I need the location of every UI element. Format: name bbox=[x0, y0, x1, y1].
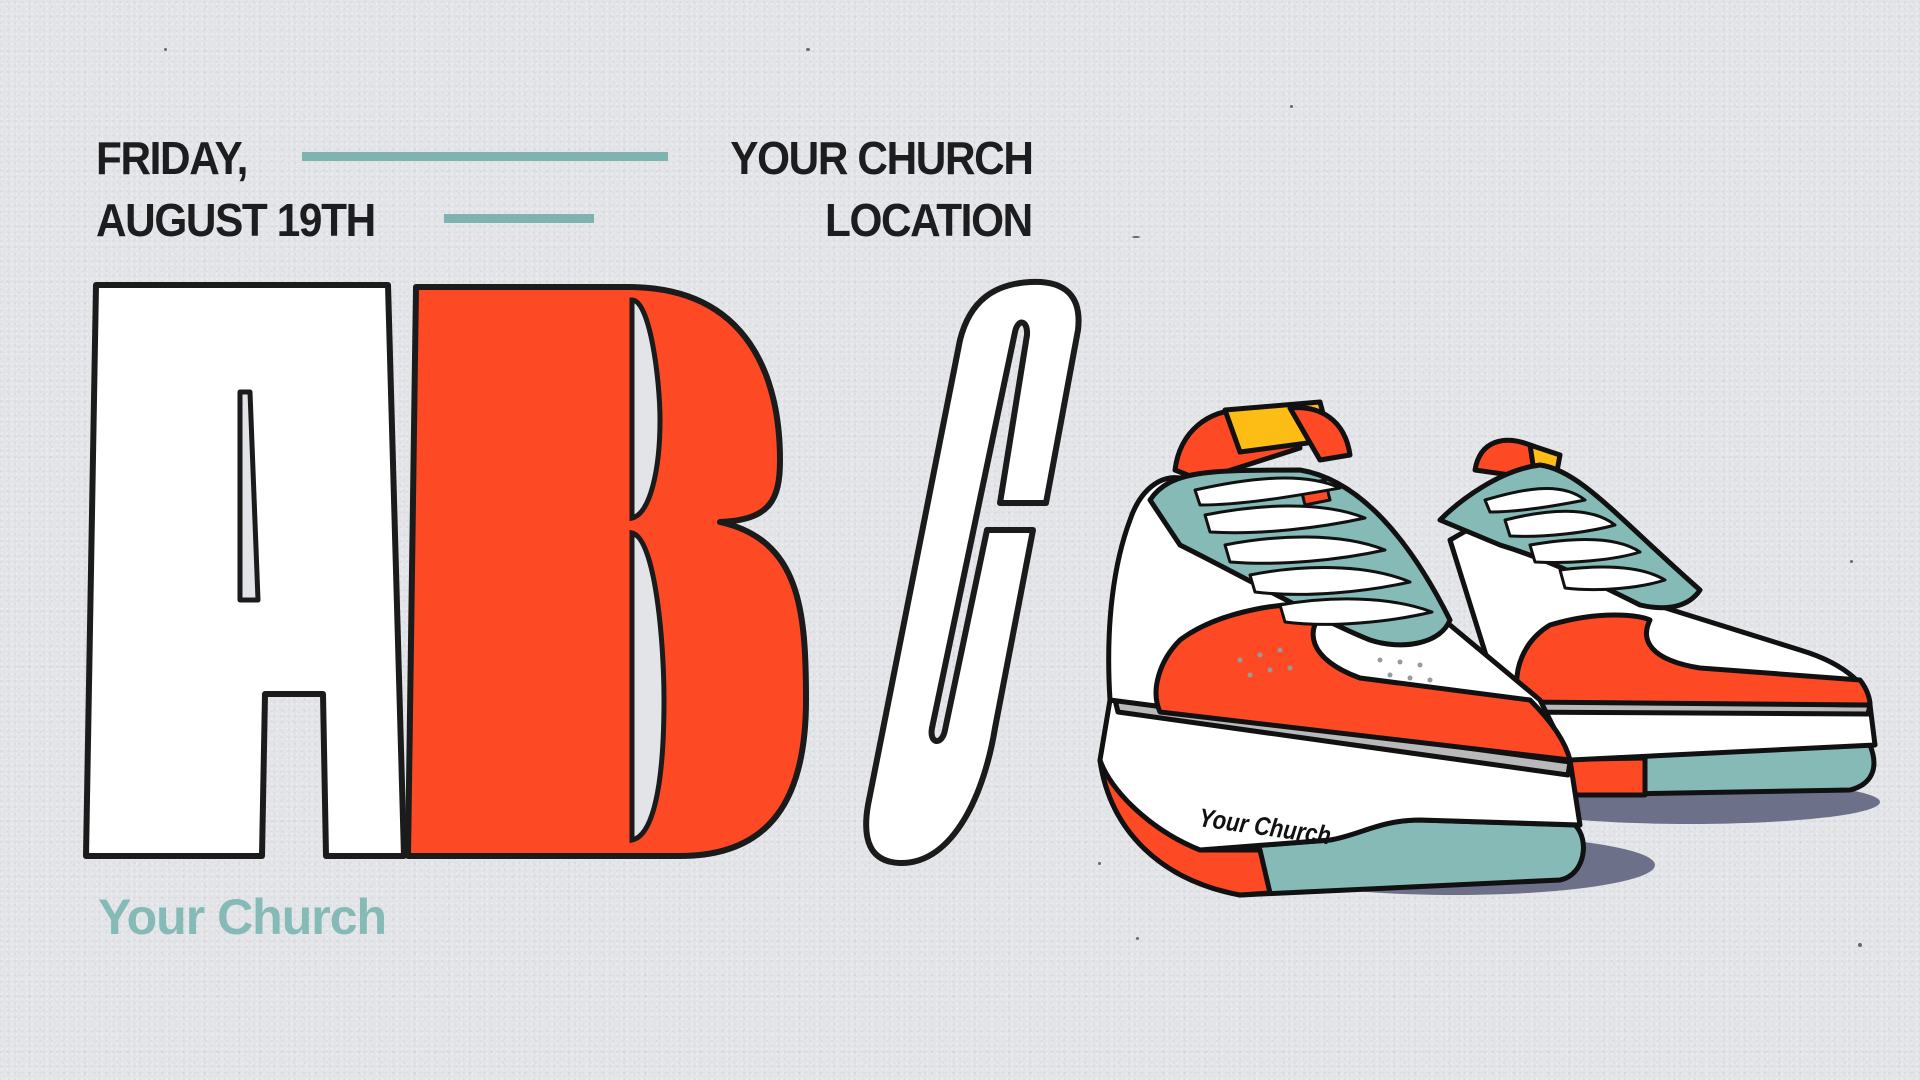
dust-speck bbox=[1136, 937, 1139, 940]
sneaker-left bbox=[1097, 399, 1586, 898]
dust-speck bbox=[1290, 105, 1293, 108]
letter-b bbox=[405, 284, 809, 859]
dust-speck bbox=[1132, 236, 1140, 238]
letter-a bbox=[83, 282, 407, 859]
event-location-line2: LOCATION bbox=[825, 194, 1033, 246]
divider-rule-top bbox=[302, 152, 668, 161]
event-location-line1: YOUR CHURCH bbox=[729, 132, 1034, 184]
event-date-line2: AUGUST 19TH bbox=[96, 194, 376, 246]
divider-rule-bottom bbox=[444, 214, 594, 223]
sneaker-right bbox=[1437, 437, 1878, 798]
dust-speck bbox=[1858, 943, 1862, 947]
dust-speck bbox=[1098, 862, 1101, 865]
church-brand-name: Your Church bbox=[98, 889, 387, 945]
dust-speck bbox=[164, 48, 167, 51]
dust-speck bbox=[1850, 560, 1853, 563]
dust-speck bbox=[806, 48, 810, 51]
letter-c bbox=[863, 278, 1082, 867]
event-date-line1: FRIDAY, bbox=[96, 132, 248, 184]
